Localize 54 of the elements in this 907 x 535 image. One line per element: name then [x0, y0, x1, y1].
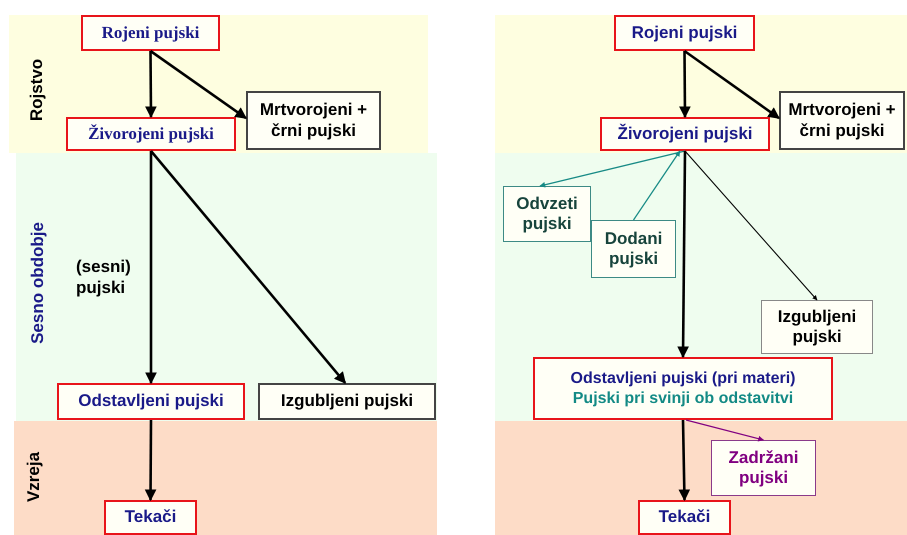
arrow	[150, 50, 247, 120]
process-box	[57, 383, 245, 420]
process-box	[761, 300, 873, 354]
box-label: Živorojeni pujski	[616, 124, 754, 144]
box-label: Izgubljeni pujski	[776, 306, 858, 348]
process-box	[591, 220, 676, 278]
process-box	[614, 15, 755, 51]
box-label: Tekači	[658, 507, 712, 528]
box-label: Pujski pri svinji ob odstavitvi	[572, 388, 794, 408]
box-label: Odvzeti pujski	[515, 194, 579, 234]
process-box	[81, 15, 220, 51]
box-label: Živorojeni pujski	[87, 124, 215, 144]
process-box	[533, 357, 833, 420]
phase-band	[495, 421, 907, 535]
arrow	[679, 51, 691, 118]
arrow	[145, 51, 157, 118]
arrow	[678, 420, 690, 502]
box-label: Odstavljeni pujski	[77, 391, 225, 412]
arrow	[684, 50, 780, 120]
process-box	[711, 440, 816, 496]
arrow	[632, 150, 680, 220]
process-box	[600, 117, 770, 151]
box-label: Tekači	[124, 507, 178, 528]
process-box	[66, 117, 236, 151]
arrow	[145, 151, 157, 384]
arrow	[677, 150, 689, 358]
phase-band	[495, 15, 907, 153]
arrow	[144, 420, 156, 502]
process-box	[246, 91, 381, 150]
box-label: Izgubljeni pujski	[280, 391, 414, 412]
phase-band	[9, 15, 428, 153]
box-label: Zadržani pujski	[728, 448, 800, 488]
box-label: Rojeni pujski	[630, 22, 738, 44]
phase-band	[14, 421, 437, 535]
phase-label: Vzreja	[24, 452, 44, 502]
arrow	[686, 419, 764, 442]
process-box	[638, 500, 731, 535]
arrow	[150, 150, 346, 384]
phase-label: Sesno obdobje	[28, 222, 48, 344]
phase-band	[495, 153, 907, 421]
process-box	[258, 383, 436, 420]
process-box	[104, 500, 197, 535]
box-label: Dodani pujski	[604, 228, 664, 270]
box-label: Mrtvorojeni + črni pujski	[258, 100, 368, 141]
arrow	[684, 150, 818, 300]
process-box	[779, 91, 905, 150]
phase-label: Rojstvo	[26, 58, 47, 122]
box-label: Odstavljeni pujski (pri materi)	[570, 369, 796, 388]
edge-label: (sesni) pujski	[76, 256, 132, 298]
box-label: Rojeni pujski	[100, 22, 200, 44]
arrow	[539, 150, 686, 188]
process-box	[503, 186, 591, 242]
box-label: Mrtvorojeni + črni pujski	[787, 100, 897, 141]
phase-band	[16, 153, 437, 421]
